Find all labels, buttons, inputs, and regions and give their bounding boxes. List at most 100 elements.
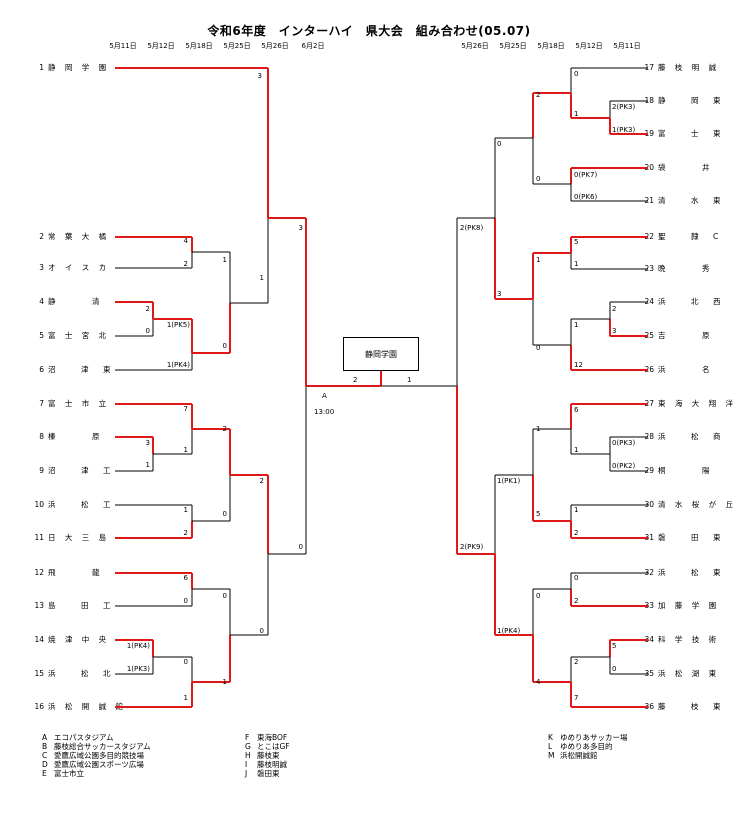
date-label: 5月18日	[185, 42, 213, 50]
score-label: 1	[223, 256, 227, 264]
team-number: 9	[39, 466, 44, 475]
team-number: 34	[644, 635, 654, 644]
score-label: 2	[260, 477, 264, 485]
team-number: 11	[34, 533, 44, 542]
score-label: 0	[184, 658, 188, 666]
team-number: 5	[39, 331, 44, 340]
team-name: 常 葉 大 橘	[48, 232, 110, 241]
team-19: 19 富 士 東	[636, 129, 724, 139]
team-number: 12	[34, 568, 44, 577]
team-name: 袋 井	[658, 163, 713, 172]
score-label: 3	[299, 224, 303, 232]
team-number: 20	[644, 163, 654, 172]
team-number: 17	[644, 63, 654, 72]
score-label: 0	[536, 592, 540, 600]
score-label: 2(PK3)	[612, 103, 635, 111]
date-label: 5月26日	[261, 42, 289, 50]
page-title: 令和6年度 インターハイ 県大会 組み合わせ(05.07)	[207, 24, 531, 38]
score-label: 5	[612, 642, 616, 650]
date-label: 5月11日	[109, 42, 137, 50]
team-number: 28	[644, 432, 654, 441]
team-number: 33	[644, 601, 654, 610]
team-number: 15	[34, 669, 44, 678]
team-name: 晩 秀	[658, 264, 713, 273]
score-label: 4	[184, 237, 189, 245]
final-score-left: 2	[353, 376, 357, 384]
team-name: 浜 松 開 誠 館	[48, 702, 127, 711]
team-name: 静 岡 学 園	[48, 63, 110, 72]
score-label: 1	[146, 461, 150, 469]
score-label: 1	[184, 694, 188, 702]
team-number: 10	[34, 500, 44, 509]
team-name: 藤 枝 明 誠	[658, 63, 720, 72]
team-name: 浜 松 北	[48, 669, 114, 678]
team-number: 23	[644, 264, 654, 273]
team-name: 藤 枝 東	[658, 702, 724, 711]
team-number: 35	[644, 669, 654, 678]
score-label: 1(PK4)	[127, 642, 150, 650]
score-label: 0	[184, 597, 188, 605]
score-label: 1(PK4)	[167, 361, 190, 369]
team-1: 1 静 岡 学 園	[30, 63, 110, 73]
team-name: 浜 松 東	[658, 568, 724, 577]
team-22: 22 聖 隷 C	[636, 232, 722, 242]
score-label: 2	[612, 305, 616, 313]
team-name: 浜 松 工	[48, 500, 114, 509]
team-number: 22	[644, 232, 654, 241]
score-label: 0(PK7)	[574, 171, 597, 179]
team-name: 富 士 東	[658, 129, 724, 138]
team-number: 29	[644, 466, 654, 475]
team-33: 33 加 藤 学 園	[636, 601, 720, 611]
team-name: 磐 田 東	[658, 533, 724, 542]
date-label: 5月11日	[613, 42, 641, 50]
team-name: 聖 隷 C	[658, 232, 722, 241]
team-36: 36 藤 枝 東	[636, 702, 724, 712]
team-name: 加 藤 学 園	[658, 601, 720, 610]
score-label: 2(PK8)	[460, 224, 483, 232]
date-label: 5月18日	[537, 42, 565, 50]
score-label: 3	[258, 72, 262, 80]
score-label: 2	[184, 260, 188, 268]
team-number: 21	[644, 196, 654, 205]
team-name: 榛 原	[48, 432, 103, 441]
score-label: 2	[536, 91, 540, 99]
score-label: 3	[497, 290, 501, 298]
score-label: 0	[574, 574, 578, 582]
score-label: 0(PK2)	[612, 462, 635, 470]
score-label: 6	[574, 406, 579, 414]
score-label: 3	[612, 327, 616, 335]
team-number: 1	[39, 63, 44, 72]
team-number: 36	[644, 702, 654, 711]
score-label: 1	[574, 506, 578, 514]
team-name: 東 海 大 翔 洋	[658, 399, 737, 408]
score-label: 1	[574, 321, 578, 329]
score-label: 2	[223, 425, 227, 433]
team-17: 17 藤 枝 明 誠	[636, 63, 720, 73]
team-number: 26	[644, 365, 654, 374]
score-label: 0	[223, 342, 227, 350]
team-name: 浜 松 湖 東	[658, 669, 720, 678]
score-label: 0	[146, 327, 150, 335]
score-label: 0	[299, 543, 303, 551]
score-label: 1	[574, 110, 578, 118]
team-number: 19	[644, 129, 654, 138]
date-label: 5月12日	[575, 42, 603, 50]
